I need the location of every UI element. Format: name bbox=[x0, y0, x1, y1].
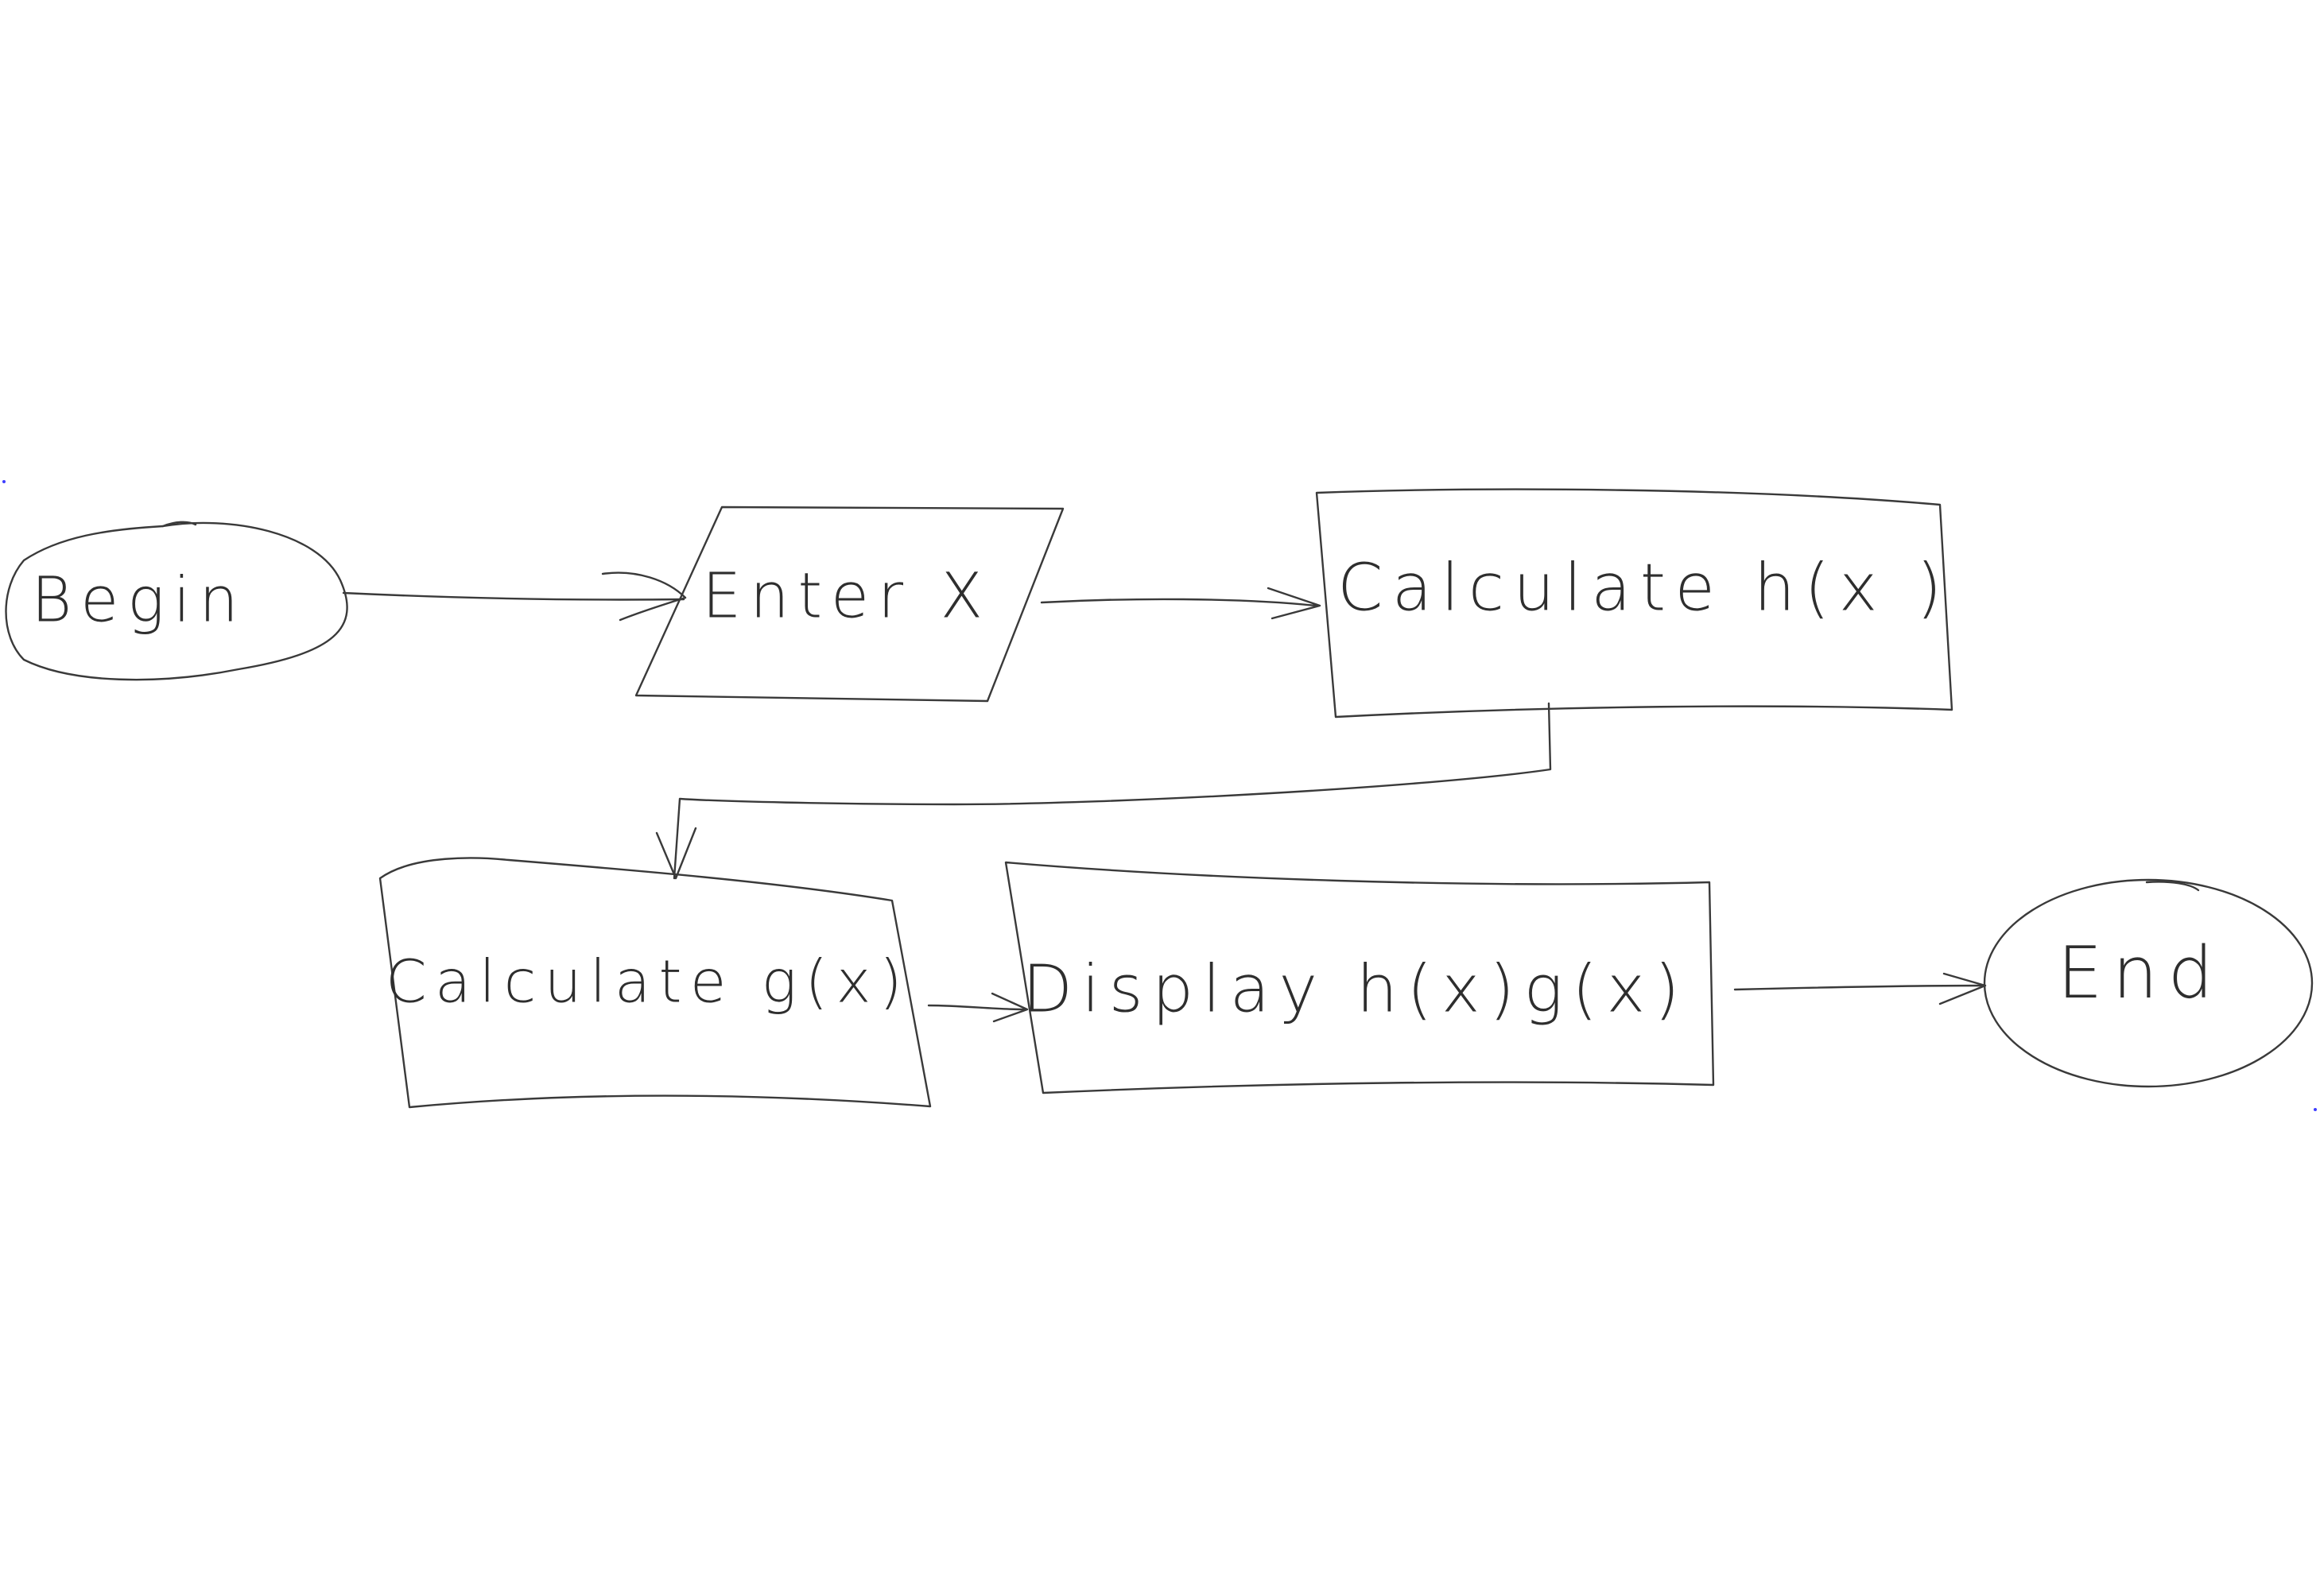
edge-begin-to-enter-x-arrowhead bbox=[601, 571, 687, 622]
edge-calc-g-to-display-arrowhead bbox=[991, 992, 1029, 1023]
edge-begin-to-enter-x bbox=[342, 571, 687, 622]
edge-calc-g-to-display bbox=[927, 992, 1029, 1023]
edge-display-to-end-arrowhead bbox=[1938, 972, 1987, 1005]
node-calc-h-shape bbox=[1315, 488, 1953, 719]
node-calc-g: Calculate g(x) bbox=[378, 857, 932, 1109]
stray-ink-dot bbox=[2, 480, 6, 483]
node-begin-shape bbox=[5, 521, 348, 681]
node-calc-g-shape bbox=[378, 857, 932, 1109]
node-calc-h-label: Calculate h(x ) bbox=[1337, 551, 1951, 626]
node-begin: Begin bbox=[5, 521, 348, 681]
node-end: End bbox=[1983, 878, 2314, 1088]
node-end-shape-overlap bbox=[2145, 881, 2200, 892]
edge-calc-h-to-calc-g bbox=[655, 702, 1552, 880]
edge-calc-h-to-calc-g-line bbox=[673, 702, 1552, 880]
edge-enter-x-to-calc-h-line bbox=[1040, 598, 1317, 607]
edge-calc-h-to-calc-g-arrowhead bbox=[655, 827, 697, 880]
stray-ink-dot bbox=[2314, 1108, 2317, 1111]
edge-enter-x-to-calc-h bbox=[1040, 587, 1321, 620]
edge-begin-to-enter-x-line bbox=[342, 591, 685, 601]
node-enter-x: Enter X bbox=[634, 506, 1065, 703]
node-enter-x-label: Enter X bbox=[702, 561, 991, 633]
node-calc-g-label: Calculate g(x) bbox=[386, 948, 910, 1017]
node-end-label: End bbox=[2058, 932, 2224, 1015]
node-display: Display h(x)g(x) bbox=[1004, 861, 1715, 1094]
node-display-shape bbox=[1004, 861, 1715, 1094]
node-calc-h: Calculate h(x ) bbox=[1315, 488, 1953, 719]
edge-display-to-end bbox=[1733, 972, 1987, 1005]
node-display-label: Display h(x)g(x) bbox=[1022, 952, 1689, 1028]
edge-enter-x-to-calc-h-arrowhead bbox=[1267, 587, 1321, 620]
edge-display-to-end-line bbox=[1733, 984, 1985, 991]
node-begin-shape-overlap bbox=[161, 521, 197, 528]
edge-calc-g-to-display-line bbox=[927, 1004, 1026, 1011]
node-begin-label: Begin bbox=[31, 565, 247, 637]
node-enter-x-shape bbox=[634, 506, 1065, 703]
node-end-shape bbox=[1983, 878, 2314, 1088]
